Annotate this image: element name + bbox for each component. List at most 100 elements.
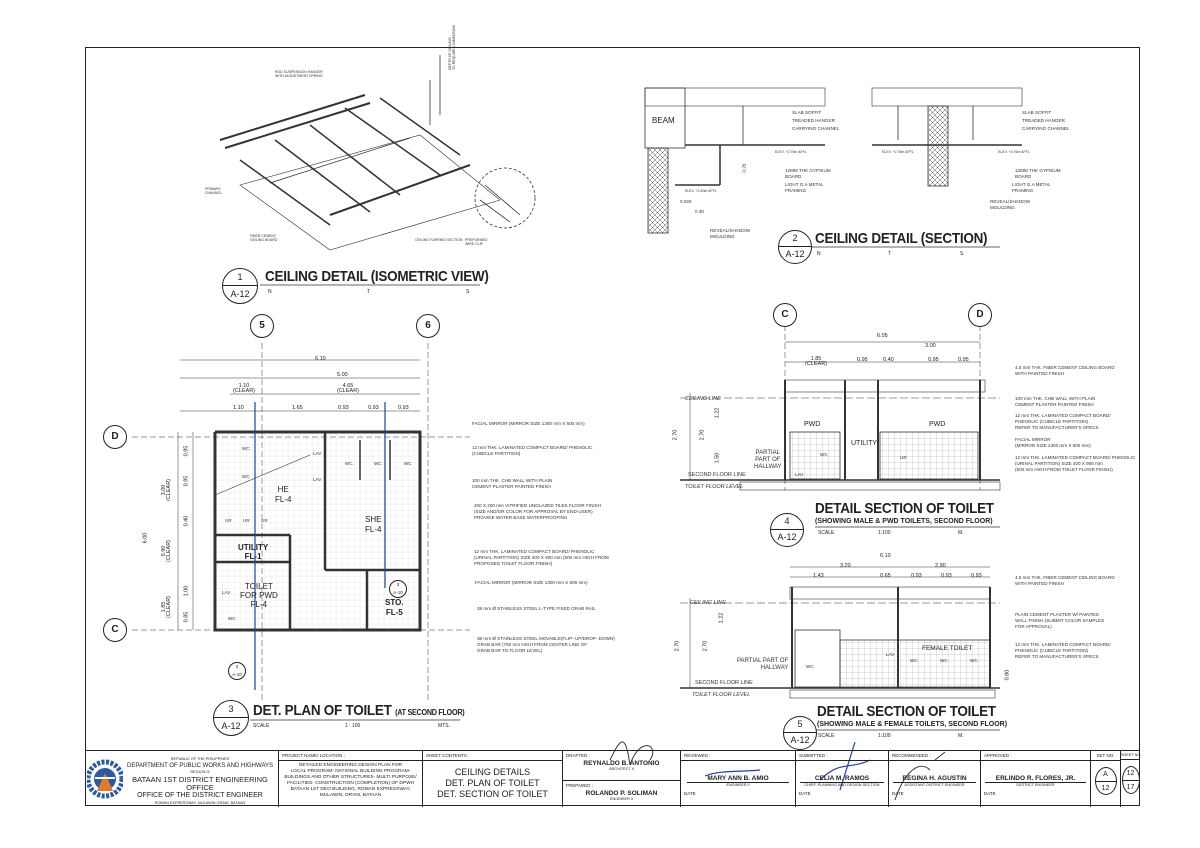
ceiling-note: CARRYING CHANNEL — [792, 126, 840, 131]
ceiling-note: TREADED HANGER — [792, 118, 835, 123]
fixture-label: UR — [243, 518, 250, 523]
dimension: 0.95 — [857, 357, 868, 363]
dimension: 5.00 — [337, 372, 348, 378]
project-label: PROJECT NAME/ LOCATION : — [279, 751, 422, 761]
plan-note: 38 mm Ø STAINLESS STEEL L-TYPE FIXED GRA… — [477, 606, 596, 611]
scale-label: SCALE — [253, 723, 270, 729]
fixture-label: UR — [900, 455, 907, 460]
iso-note: CEILING FURRING SECTION — [415, 238, 463, 242]
elevation-label: ELEV. +2.76m AFFL — [882, 150, 914, 154]
dimension: 0.93 — [338, 405, 349, 411]
dimension: 1.85 (CLEAR) — [805, 356, 828, 367]
dimension: 1.43 — [813, 573, 824, 579]
fixture-label: UR — [261, 518, 268, 523]
dimension: 0.90 (CLEAR) — [161, 539, 173, 563]
beam-label: BEAM — [652, 116, 675, 125]
drafted-label: DRAFTED : — [566, 753, 590, 758]
title-subtitle: (AT SECOND FLOOR) — [395, 708, 465, 717]
second-floor-level: SECOND FLOOR LINE — [695, 680, 753, 686]
fixture-label: WC — [910, 658, 918, 663]
elevation-label: ELEV. +2.76m AFFL — [775, 150, 807, 154]
scale-value: 1 : 100 — [345, 723, 361, 729]
set-no-bottom: 12 — [1101, 785, 1110, 792]
detail-sheet-ref: A-12 — [790, 735, 810, 745]
fixture-label: WC — [228, 616, 236, 621]
dimension: 2.70 — [699, 429, 706, 441]
fixture-label: LAV — [313, 477, 322, 482]
sheet-no-label: SHEET NO. — [1121, 751, 1141, 760]
reviewed-role: ENGINEER II — [726, 783, 750, 787]
detail-3-bubble: 3 A-12 — [213, 700, 249, 736]
fixture-label: WC — [345, 461, 353, 466]
ceiling-section-right — [871, 87, 1023, 187]
detail-number: 4 — [771, 514, 803, 530]
fixture-label: WC — [820, 452, 828, 457]
nts-s: S — [960, 251, 964, 257]
submitted-role: CHIEF, PLANNING AND DESIGN SECTION — [804, 783, 880, 787]
section-4-linework — [680, 325, 1001, 491]
recommended-cell: RECOMMENDED : REGINA H. AGUSTIN ASSISTAN… — [888, 751, 980, 807]
sheet-no-top: 12 — [1122, 767, 1139, 781]
plan-note: 200 X 200 mm VITRIFIED UNGLAZED TILES FL… — [474, 503, 602, 520]
room-label: PWD — [804, 421, 821, 428]
date-label: DATE — [799, 791, 811, 796]
fixture-label: WC — [970, 658, 978, 663]
toilet-plan-walls — [132, 343, 470, 700]
title-block: REPUBLIC OF THE PHILIPPINES DEPARTMENT O… — [85, 750, 1141, 807]
submitted-cell: SUBMITTED : CELIA M. RAMOS CHIEF, PLANNI… — [795, 751, 888, 807]
section4-note: FACIAL MIRROR (MIRROR SIZE 1300 mm X 600… — [1015, 437, 1091, 448]
dimension: 3.00 — [925, 343, 936, 349]
dimension: 6.10 — [315, 356, 326, 362]
plan-note: 12 mm THK. LAMINATED COMPACT BOARD/ PHEN… — [474, 549, 609, 566]
toilet-floor-level: TOILET FLOOR LEVEL — [685, 484, 744, 490]
dimension: 2.90 — [935, 563, 946, 569]
dimension: 0.95 — [183, 475, 190, 487]
ceiling-note: SLAB SOFFIT — [1022, 110, 1052, 115]
detail-2-bubble: 2 A-12 — [778, 230, 812, 264]
dimension: 0.025 — [680, 199, 692, 204]
ceiling-note: REVEAL/SHADOW MOULDING — [710, 228, 751, 239]
drafted-prepared-cell: DRAFTED : REYNALDO B. ANTONIO ARCHITECT … — [562, 751, 680, 807]
drafted-name: REYNALDO B. ANTONIO — [583, 760, 660, 767]
dimension: 0.85 — [183, 611, 190, 623]
elevation-label: ELEV. +2.50m AFFL — [685, 189, 717, 193]
section5-note: 12 mm THK. LAMINATED COMPACT BOARD/ PHEN… — [1015, 642, 1111, 659]
dimension: 0.95 — [928, 357, 939, 363]
ceiling-note: LIGHT G.A METAL FRAMING — [785, 182, 824, 193]
iso-note: PRIMARY CHANNEL — [205, 187, 222, 195]
room-utility: UTILITY FL-1 — [238, 543, 269, 561]
submitted-label: SUBMITTED : — [796, 751, 888, 761]
recommended-name: REGINA H. AGUSTIN — [893, 775, 976, 783]
dimension: 1.10 — [233, 405, 244, 411]
dimension: 0.93 — [911, 573, 922, 579]
agency-text: REPUBLIC OF THE PHILIPPINES DEPARTMENT O… — [123, 756, 277, 806]
ceiling-line-level: CEILING LINE — [690, 600, 726, 606]
room-pwd-toilet: TOILET FOR PWD FL-4 — [240, 582, 278, 609]
dimension: 1.22 — [714, 407, 721, 419]
ceiling-note: 12MM THK GYPSIUM BOARD — [1015, 168, 1061, 179]
sheet-no-bubble: 12 17 — [1121, 766, 1140, 794]
second-floor-level: SECOND FLOOR LINE — [688, 472, 746, 478]
fixture-label: WC — [242, 446, 250, 451]
agency-cell: REPUBLIC OF THE PHILIPPINES DEPARTMENT O… — [85, 751, 278, 807]
room-she: SHE FL-4 — [365, 515, 382, 534]
approved-name: ERLINDO R. FLORES, JR. — [985, 775, 1086, 783]
iso-note: DEPTH OF CEILING TO REQUIRED DIMENSION — [448, 24, 456, 70]
detail-4-subtitle: (SHOWING MALE & PWD TOILETS, SECOND FLOO… — [815, 518, 993, 525]
region: REGION III — [190, 770, 210, 774]
dimension: 1.65 — [292, 405, 303, 411]
detail-sheet-ref: A-12 — [777, 532, 797, 542]
section-marker-3[interactable]: 3 A-10 — [389, 580, 407, 598]
detail-1-title: CEILING DETAIL (ISOMETRIC VIEW) — [265, 268, 489, 285]
dimension: 3.00 (CLEAR) — [161, 478, 173, 502]
fixture-label: LAV — [886, 652, 895, 657]
section-marker-2[interactable]: 2 A-10 — [228, 662, 246, 680]
detail-2-title: CEILING DETAIL (SECTION) — [815, 230, 988, 247]
marker-sheet: A-10 — [393, 590, 403, 595]
department: DEPARTMENT OF PUBLIC WORKS AND HIGHWAYS — [126, 762, 274, 769]
marker-number: 2 — [235, 664, 239, 669]
prepared-name: ROLANDO P. SOLIMAN — [585, 790, 658, 797]
dimension: 0.93 — [971, 573, 982, 579]
fixture-label: WC — [374, 461, 382, 466]
recommended-label: RECOMMENDED : — [889, 751, 980, 761]
